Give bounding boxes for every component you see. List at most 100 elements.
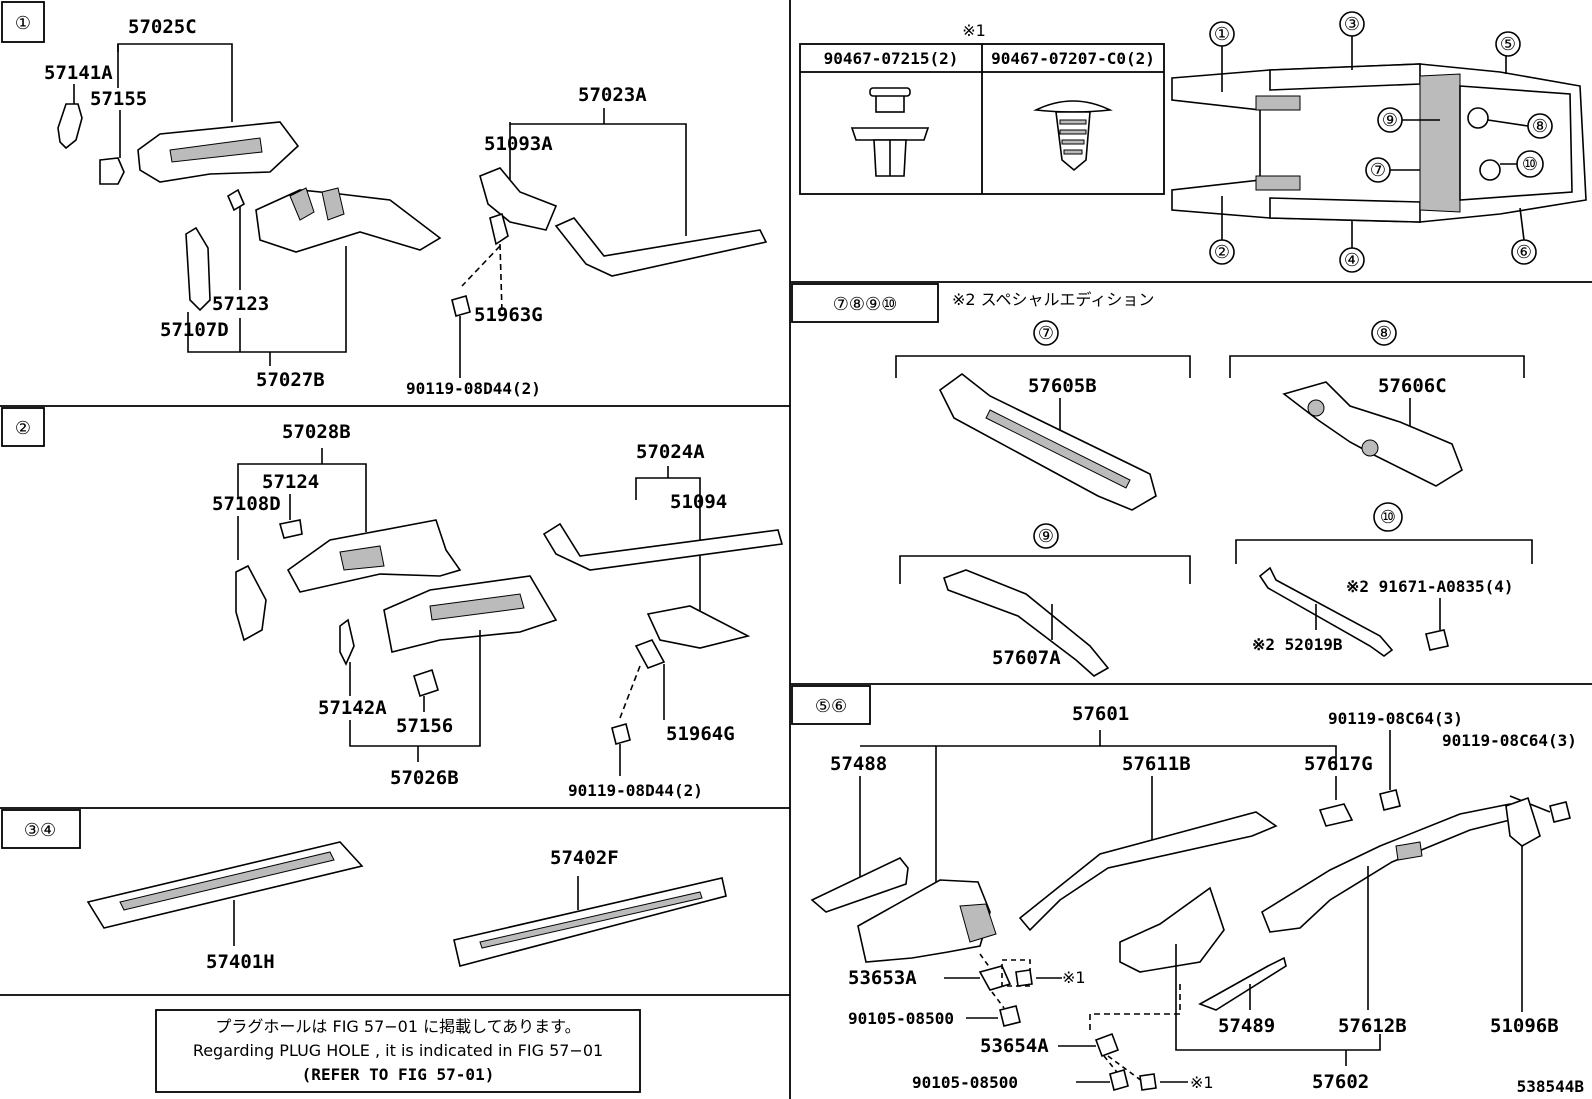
label-57024A: 57024A	[636, 441, 705, 463]
label-57025C: 57025C	[128, 16, 197, 38]
clip-push-rivet-icon	[850, 87, 930, 177]
label-51093A: 51093A	[484, 133, 553, 155]
label-57601: 57601	[1072, 703, 1129, 725]
part-52019B	[1258, 566, 1394, 657]
overview-num-1: ①	[1209, 21, 1235, 92]
mark-clip-b: ※1	[1190, 1073, 1214, 1092]
clip-fir-tree-icon	[1033, 100, 1113, 172]
label-57142A: 57142A	[318, 697, 387, 719]
panel-tag-1: ①	[1, 1, 45, 43]
label-57026B: 57026B	[390, 767, 459, 789]
part-bolt-90119-p2	[611, 723, 631, 745]
overview-num-4: ④	[1339, 220, 1365, 273]
svg-text:⑦: ⑦	[1370, 160, 1386, 181]
label-52019B: ※2 52019B	[1252, 635, 1343, 654]
label-57605B: 57605B	[1028, 375, 1097, 397]
part-57156	[413, 668, 439, 698]
overview-num-3: ③	[1339, 11, 1365, 70]
svg-text:⑩: ⑩	[1522, 154, 1538, 175]
svg-text:②: ②	[1214, 242, 1230, 263]
svg-text:②: ②	[15, 418, 31, 439]
svg-text:⑨: ⑨	[1038, 526, 1054, 547]
part-53654A	[1094, 1032, 1120, 1058]
label-57156: 57156	[396, 715, 453, 737]
part-bolt-90119-b	[1549, 801, 1571, 823]
label-90119-08C64-b: 90119-08C64(3)	[1442, 731, 1577, 750]
svg-text:①: ①	[1214, 24, 1230, 45]
figure-id: 538544B	[1517, 1077, 1585, 1096]
svg-text:⑥: ⑥	[1516, 242, 1532, 263]
panel-34: 57401H 57402F	[86, 841, 727, 973]
sub-10: ⑩	[1373, 502, 1403, 532]
label-57607A: 57607A	[992, 647, 1061, 669]
sub-9: ⑨	[1033, 523, 1059, 549]
part-57141A	[57, 103, 83, 150]
panel-tag-56: ⑤⑥	[791, 685, 871, 725]
part-57612B	[1261, 803, 1520, 933]
part-57024A	[542, 522, 784, 571]
part-57123	[226, 188, 246, 212]
label-90105-08500-a: 90105-08500	[848, 1009, 954, 1028]
overview-num-6: ⑥	[1511, 207, 1537, 265]
notice-line-en: Regarding PLUG HOLE , it is indicated in…	[193, 1041, 603, 1060]
label-57617G: 57617G	[1304, 753, 1373, 775]
plug-hole-notice: プラグホールは FIG 57−01 に掲載してあります。 Regarding P…	[155, 1009, 641, 1093]
part-51963G-washer	[489, 212, 509, 246]
panel-2: 57028B 57124 57108D 57142A 57156 57026B …	[212, 421, 784, 800]
svg-text:⑦: ⑦	[1038, 323, 1054, 344]
part-57023A	[554, 217, 768, 277]
part-57124	[278, 519, 303, 539]
part-57601-front	[857, 879, 991, 963]
svg-text:⑨: ⑨	[1382, 110, 1398, 131]
panel-1: 57025C 57141A 57155 57023A 51093A 51963G…	[44, 16, 768, 398]
label-53653A: 53653A	[848, 967, 917, 989]
part-57489	[1198, 956, 1287, 1011]
label-57108D: 57108D	[212, 493, 281, 515]
label-90119-08D44-p1: 90119-08D44(2)	[406, 379, 541, 398]
svg-text:⑤⑥: ⑤⑥	[815, 696, 847, 717]
part-57607A	[942, 569, 1110, 677]
label-90119-08C64-a: 90119-08C64(3)	[1328, 709, 1463, 728]
part-57108D	[235, 564, 267, 642]
part-57142A	[339, 618, 355, 666]
part-57611B	[1018, 811, 1278, 932]
part-bolt-91671	[1425, 629, 1449, 651]
part-bolt-90119	[451, 295, 471, 317]
label-53654A: 53654A	[980, 1035, 1049, 1057]
svg-text:③④: ③④	[24, 820, 56, 841]
label-57023A: 57023A	[578, 84, 647, 106]
sub-8: ⑧	[1371, 320, 1397, 346]
label-90105-08500-b: 90105-08500	[912, 1073, 1018, 1092]
mark-clip-a: ※1	[1062, 968, 1086, 987]
label-57606C: 57606C	[1378, 375, 1447, 397]
part-57617G	[1318, 803, 1354, 827]
label-57402F: 57402F	[550, 847, 619, 869]
part-57602-rear	[1119, 886, 1225, 973]
part-bolt-90105-a	[999, 1005, 1021, 1027]
svg-text:③: ③	[1344, 14, 1360, 35]
label-51964G: 51964G	[666, 723, 735, 745]
part-57488	[810, 857, 909, 913]
svg-text:①: ①	[15, 13, 31, 34]
part-57107D	[185, 226, 211, 312]
svg-text:⑦⑧⑨⑩: ⑦⑧⑨⑩	[833, 294, 898, 315]
svg-text:⑧: ⑧	[1376, 323, 1392, 344]
notice-line-jp: プラグホールは FIG 57−01 に掲載してあります。	[215, 1017, 580, 1036]
clip-1-a	[1015, 969, 1033, 987]
panel-56: 57601 57488 57611B 57617G 90119-08C64(3)…	[810, 703, 1577, 1093]
chassis-overview: ① ② ③ ④ ⑤ ⑥ ⑦ ⑧ ⑨ ⑩	[1171, 11, 1587, 273]
part-51094	[646, 605, 751, 649]
part-57606C	[1282, 381, 1463, 487]
special-edition-note: ※2 スペシャルエディション	[952, 290, 1154, 309]
label-57123: 57123	[212, 293, 269, 315]
overview-num-8: ⑧	[1487, 113, 1553, 139]
panel-tag-2: ②	[1, 407, 45, 447]
panel-tag-34: ③④	[1, 809, 81, 849]
label-51096B: 51096B	[1490, 1015, 1559, 1037]
label-57401H: 57401H	[206, 951, 275, 973]
part-51093A	[479, 167, 558, 231]
label-57027B: 57027B	[256, 369, 325, 391]
part-bolt-90105-b	[1109, 1069, 1129, 1091]
part-57155	[99, 157, 125, 185]
